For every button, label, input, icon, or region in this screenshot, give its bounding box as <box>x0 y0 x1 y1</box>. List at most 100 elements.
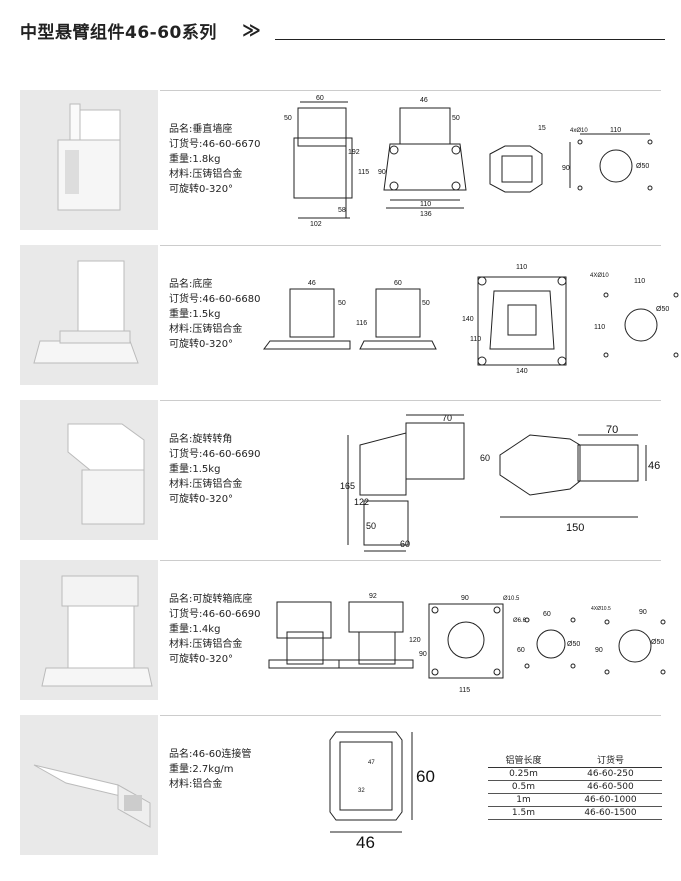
table-cell: 0.5m <box>488 780 559 794</box>
dim-label: 192 <box>348 149 360 156</box>
product-weight: 重量:2.7kg/m <box>169 764 234 775</box>
wall-mount-drawing: 60 50 46 50 192 115 90 58 102 110 136 15… <box>284 95 653 228</box>
dim-label: 110 <box>516 264 527 271</box>
product-order-number: 订货号:46-60-6670 <box>169 139 261 150</box>
product-rotation: 可旋转0-320° <box>169 339 234 350</box>
product-material: 材料:压铸铝合金 <box>169 169 243 180</box>
dim-label: Ø50 <box>656 306 669 313</box>
dim-label: 60 <box>480 453 490 463</box>
dim-label: 70 <box>442 413 452 423</box>
dim-label: 140 <box>462 316 474 323</box>
dim-label: 58 <box>338 207 346 214</box>
dim-label: 50 <box>422 300 430 307</box>
swivel-corner-drawing: 70 165 122 60 50 60 70 46 150 <box>340 413 660 552</box>
product-photo <box>20 245 158 385</box>
dim-label: 165 <box>340 481 355 491</box>
product-weight: 重量:1.8kg <box>169 154 221 165</box>
dim-label: Ø6.6 <box>513 618 527 624</box>
dim-label: Ø10.5 <box>503 596 520 602</box>
product-rotation: 可旋转0-320° <box>169 654 234 665</box>
base-drawing: 46 50 116 60 50 110 140 110 140 4XØ10 11… <box>263 264 679 375</box>
dim-label: 90 <box>562 165 570 172</box>
dim-label: 90 <box>595 647 603 654</box>
table-cell: 46-60-1000 <box>558 793 662 807</box>
table-cell: 46-60-500 <box>558 780 662 794</box>
dim-label: 46 <box>308 280 316 287</box>
row-divider <box>160 715 661 716</box>
table-cell: 1.5m <box>488 806 559 820</box>
row-divider <box>160 245 661 246</box>
product-order-number: 订货号:46-60-6690 <box>169 609 261 620</box>
header-rule <box>275 39 665 40</box>
product-row-base: 品名:底座 订货号:46-60-6680 重量:1.5kg 材料:压铸铝合金 可… <box>20 245 679 385</box>
dim-label: Ø50 <box>636 163 649 170</box>
product-name: 品名:底座 <box>169 279 213 290</box>
dim-label: 115 <box>459 687 470 694</box>
product-material: 材料:压铸铝合金 <box>169 324 243 335</box>
dim-label: 90 <box>461 595 469 602</box>
product-photo <box>20 715 158 855</box>
dim-label: 50 <box>284 115 292 122</box>
dim-label: 150 <box>566 522 584 534</box>
dim-label: 140 <box>516 368 528 375</box>
dim-label: 122 <box>354 497 369 507</box>
dim-label: 50 <box>338 300 346 307</box>
product-name: 品名:旋转转角 <box>169 434 233 445</box>
dim-label: 46 <box>420 97 428 104</box>
product-info: 品名:可旋转箱底座 订货号:46-60-6690 重量:1.4kg 材料:压铸铝… <box>169 592 260 667</box>
product-info: 品名:垂直墙座 订货号:46-60-6670 重量:1.8kg 材料:压铸铝合金… <box>169 122 260 197</box>
product-material: 材料:铝合金 <box>169 779 223 790</box>
dim-label: 50 <box>366 521 376 531</box>
product-rotation: 可旋转0-320° <box>169 494 234 505</box>
row-divider <box>160 90 661 91</box>
table-cell: 1m <box>488 793 559 807</box>
product-row-connecting-tube: 品名:46-60连接管 重量:2.7kg/m 材料:铝合金 47 32 60 4… <box>20 715 661 855</box>
tube-cross-section-drawing: 47 32 60 46 <box>329 731 435 852</box>
product-order-number: 订货号:46-60-6690 <box>169 449 261 460</box>
product-row-swivel-corner: 品名:旋转转角 订货号:46-60-6690 重量:1.5kg 材料:压铸铝合金… <box>20 400 661 552</box>
dim-label: 116 <box>356 320 367 327</box>
product-order-number: 订货号:46-60-6680 <box>169 294 261 305</box>
dim-label: 47 <box>368 760 375 766</box>
dim-label: 110 <box>420 201 431 208</box>
row-divider <box>160 560 661 561</box>
product-weight: 重量:1.4kg <box>169 624 221 635</box>
dim-label: 115 <box>358 169 369 176</box>
dim-label: 60 <box>543 611 551 618</box>
product-photo <box>20 90 158 230</box>
product-weight: 重量:1.5kg <box>169 464 221 475</box>
dim-label: 46 <box>648 460 660 472</box>
dim-label: 60 <box>517 647 525 654</box>
product-material: 材料:压铸铝合金 <box>169 479 243 490</box>
dim-label: 70 <box>606 424 618 436</box>
dim-label: 102 <box>310 221 322 228</box>
table-cell: 0.25m <box>488 767 559 781</box>
dim-label: 60 <box>400 539 410 549</box>
product-info: 品名:46-60连接管 重量:2.7kg/m 材料:铝合金 <box>169 747 251 792</box>
product-info: 品名:旋转转角 订货号:46-60-6690 重量:1.5kg 材料:压铸铝合金… <box>169 432 260 507</box>
dim-label: 32 <box>358 788 365 794</box>
chevron-icon: ≫ <box>242 20 261 41</box>
dim-label: 46 <box>356 833 375 852</box>
dim-label: 90 <box>639 609 647 616</box>
product-info: 品名:底座 订货号:46-60-6680 重量:1.5kg 材料:压铸铝合金 可… <box>169 277 260 352</box>
product-photo <box>20 560 158 700</box>
page-header: 中型悬臂组件46-60系列 ≫ <box>20 18 665 48</box>
dim-label: 60 <box>316 95 324 102</box>
dim-label: 4XØ10.5 <box>591 606 611 612</box>
dim-label: 4XØ10 <box>590 273 609 279</box>
dim-label: 90 <box>378 169 386 176</box>
dim-label: 60 <box>394 280 402 287</box>
product-row-wall-mount: 品名:垂直墙座 订货号:46-60-6670 重量:1.8kg 材料:压铸铝合金… <box>20 90 661 230</box>
product-photo <box>20 400 158 540</box>
row-divider <box>160 400 661 401</box>
dim-label: 4xØ10 <box>570 128 588 134</box>
dim-label: 110 <box>594 324 605 331</box>
swivel-base-drawing: 92 120 90 90 Ø10.5 115 Ø6.6 60 60 Ø50 4X… <box>268 593 666 694</box>
product-name: 品名:46-60连接管 <box>169 749 252 760</box>
product-name: 品名:可旋转箱底座 <box>169 594 253 605</box>
